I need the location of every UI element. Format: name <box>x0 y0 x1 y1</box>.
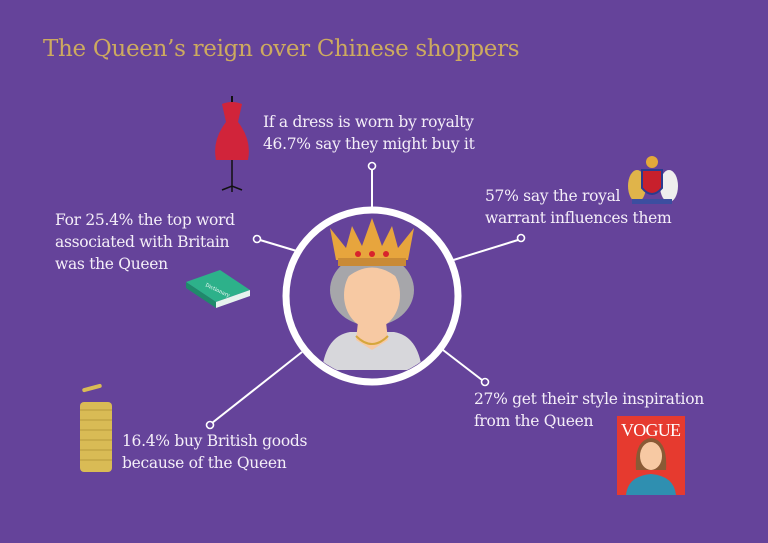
connector-lines <box>211 170 519 424</box>
coin-stack-icon <box>80 383 112 472</box>
magazine-title: VOGUE <box>621 420 681 440</box>
vogue-magazine-icon: VOGUE <box>617 416 685 495</box>
royal-coat-of-arms-icon <box>628 156 678 204</box>
fact-goods: 16.4% buy British goods because of the Q… <box>122 430 307 474</box>
fact-line: from the Queen <box>474 412 594 430</box>
connector-dots <box>205 161 526 430</box>
fact-line: warrant influences them <box>485 209 672 227</box>
fact-line: 57% say the royal <box>485 187 621 205</box>
dress-mannequin-icon <box>215 96 249 192</box>
fact-line: was the Queen <box>55 255 168 273</box>
fact-line: because of the Queen <box>122 454 287 472</box>
fact-line: associated with Britain <box>55 233 230 251</box>
fact-line: 27% get their style inspiration <box>474 390 704 408</box>
fact-line: If a dress is worn by royalty <box>263 113 474 131</box>
fact-warrant: 57% say the royal warrant influences the… <box>485 185 672 229</box>
queen-with-crown-icon <box>282 206 462 386</box>
infographic-title: The Queen’s reign over Chinese shoppers <box>43 36 520 62</box>
fact-dress: If a dress is worn by royalty 46.7% say … <box>263 111 475 155</box>
fact-line: For 25.4% the top word <box>55 211 235 229</box>
fact-style: 27% get their style inspiration from the… <box>474 388 704 432</box>
fact-line: 46.7% say they might buy it <box>263 135 475 153</box>
dictionary-book-icon: Dictionary <box>186 270 250 308</box>
fact-line: 16.4% buy British goods <box>122 432 308 450</box>
fact-word: For 25.4% the top word associated with B… <box>55 209 235 275</box>
